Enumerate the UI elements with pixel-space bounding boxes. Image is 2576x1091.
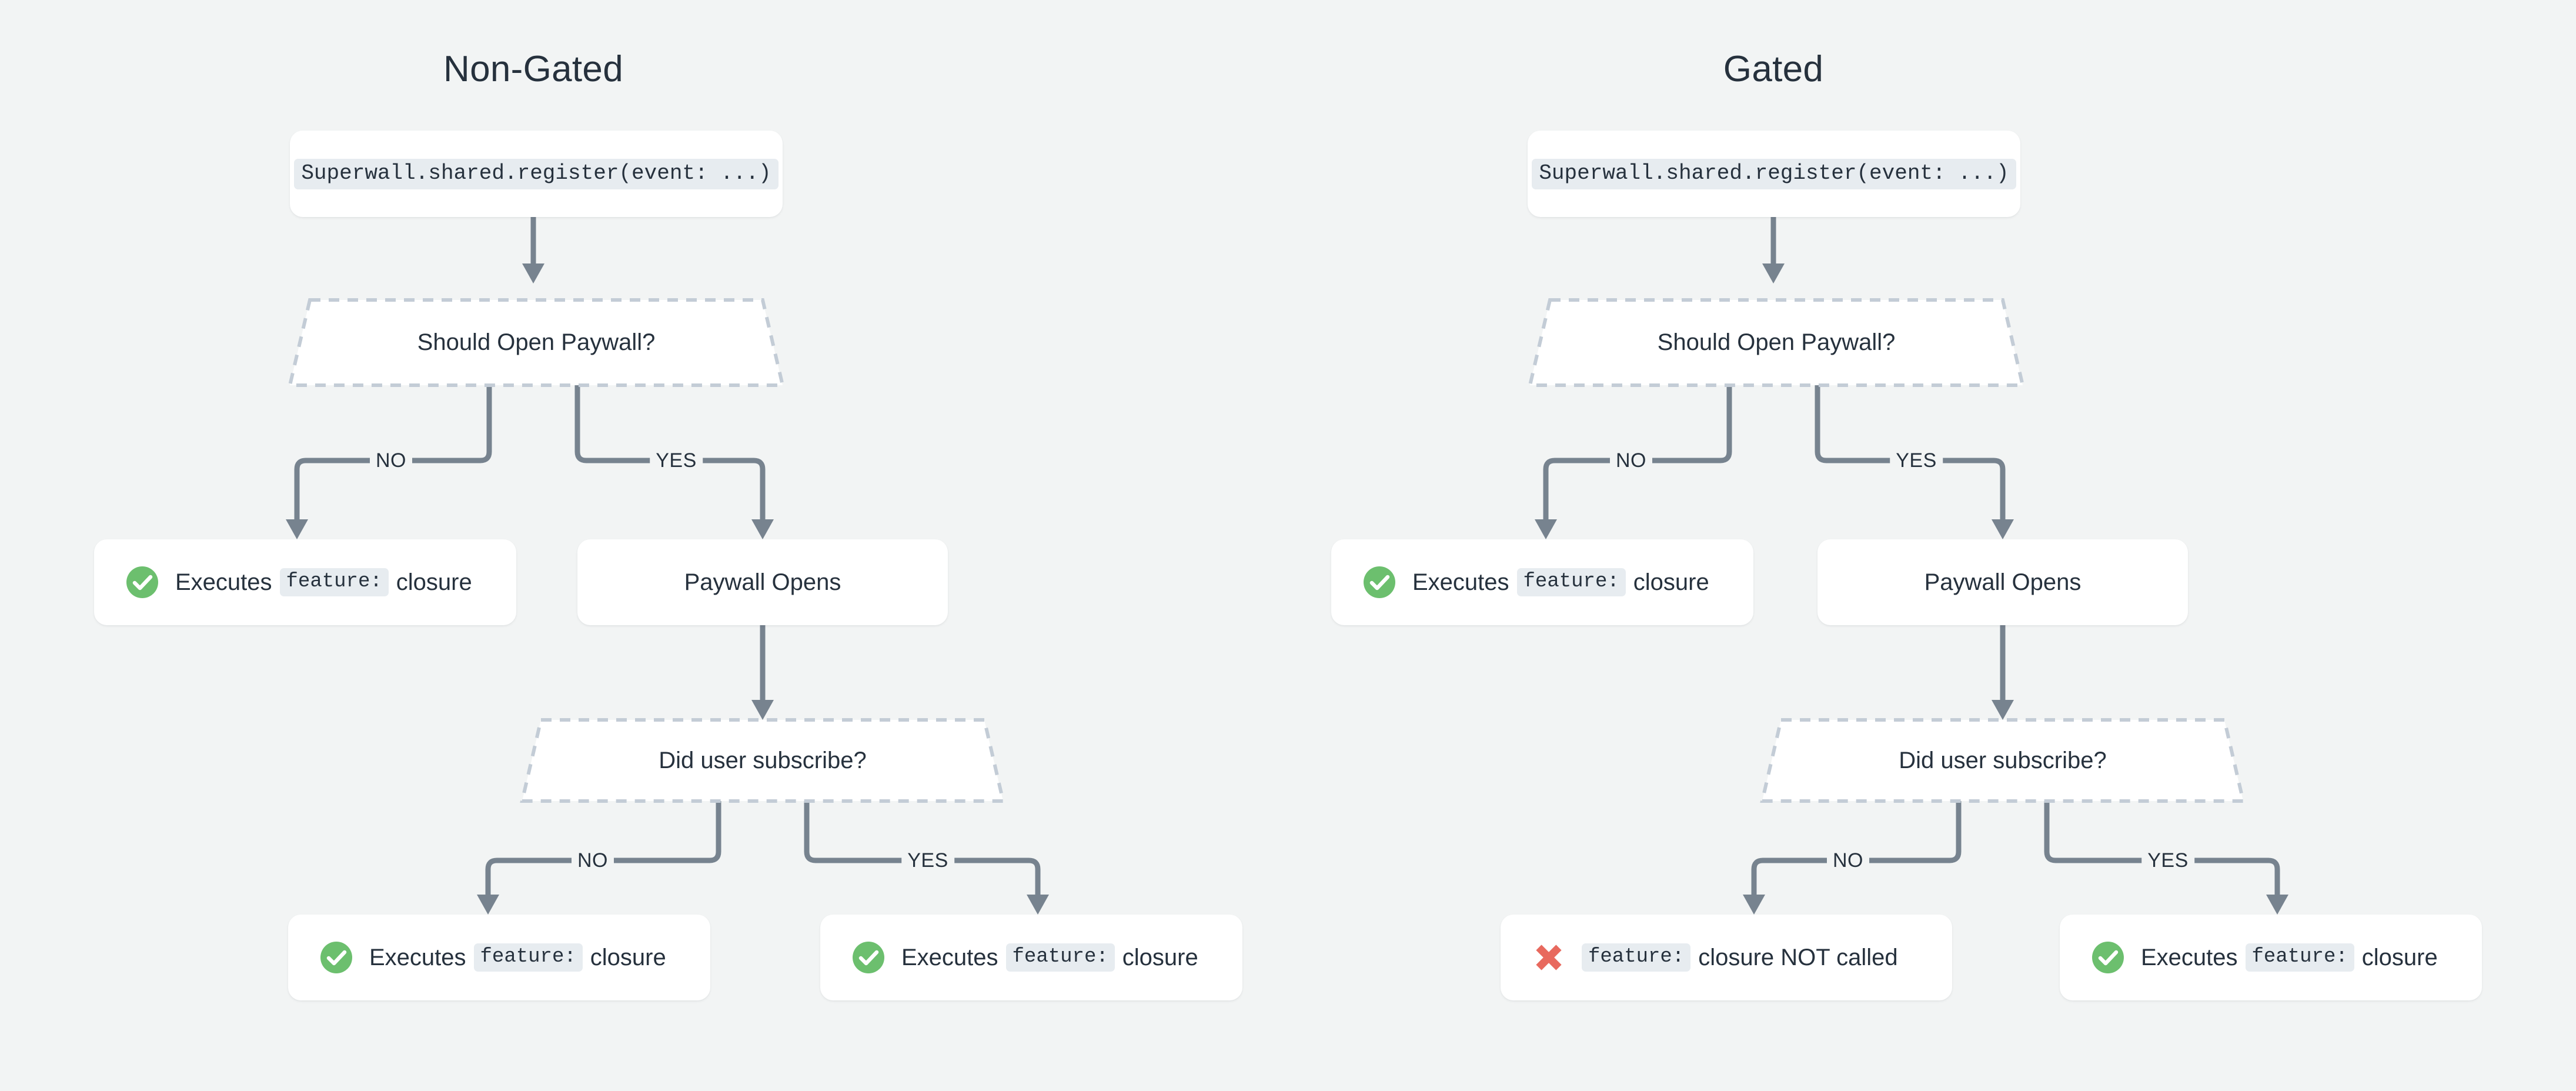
node-executes-closure-left-sub-no: Executes feature: closure [288, 915, 710, 1000]
result-prefix: Executes [369, 944, 466, 970]
paywall-opens-label-right: Paywall Opens [1924, 569, 2081, 595]
branch-label-no-right-2: NO [1827, 850, 1869, 870]
result-suffix: closure [1122, 944, 1198, 970]
node-decision-should-open-paywall-left: Should Open Paywall? [290, 300, 783, 385]
result-content: Executes feature: closure [94, 565, 516, 600]
result-text-left-sub-no: Executes feature: closure [369, 943, 666, 972]
node-decision-did-user-subscribe-left: Did user subscribe? [522, 720, 1003, 801]
decision-label-left-2: Did user subscribe? [659, 747, 867, 773]
trapezoid-shape [522, 720, 1003, 801]
branch-label-yes-right-1: YES [1890, 451, 1943, 471]
result-text-left-sub-yes: Executes feature: closure [901, 943, 1198, 972]
node-paywall-opens-right: Paywall Opens [1817, 539, 2188, 625]
result-suffix: closure NOT called [1698, 944, 1898, 970]
paywall-opens-label-left: Paywall Opens [684, 569, 841, 595]
check-circle-icon [319, 940, 354, 975]
result-text-left-no: Executes feature: closure [175, 568, 472, 596]
result-prefix: Executes [2141, 944, 2238, 970]
cross-icon [1531, 940, 1566, 975]
code-chip-feature: feature: [2245, 943, 2354, 972]
code-chip-feature: feature: [473, 943, 583, 972]
branch-label-no-right-1: NO [1610, 451, 1652, 471]
result-prefix: Executes [901, 944, 998, 970]
node-executes-closure-left-sub-yes: Executes feature: closure [820, 915, 1242, 1000]
result-prefix: Executes [175, 569, 272, 595]
check-circle-icon [2090, 940, 2126, 975]
decision-label-left-1: Should Open Paywall? [417, 329, 656, 355]
trapezoid-shape [1530, 300, 2023, 385]
entry-label-left: Superwall.shared.register(event: ...) [294, 158, 779, 189]
node-paywall-opens-left: Paywall Opens [577, 539, 948, 625]
result-content: feature: closure NOT called [1501, 940, 1952, 975]
column-title-non-gated: Non-Gated [443, 49, 623, 89]
result-suffix: closure [590, 944, 666, 970]
check-circle-icon [125, 565, 160, 600]
branch-label-no-left-2: NO [572, 850, 614, 870]
trapezoid-shape [1762, 720, 2243, 801]
result-content: Executes feature: closure [288, 940, 710, 975]
code-chip-register-left: Superwall.shared.register(event: ...) [294, 158, 779, 189]
result-content: Executes feature: closure [2060, 940, 2482, 975]
decision-label-right-2: Did user subscribe? [1899, 747, 2107, 773]
code-chip-feature: feature: [1582, 943, 1691, 972]
branch-label-no-left-1: NO [370, 451, 412, 471]
node-decision-should-open-paywall-right: Should Open Paywall? [1530, 300, 2023, 385]
branch-label-yes-right-2: YES [2141, 850, 2194, 870]
node-entry-left: Superwall.shared.register(event: ...) [290, 131, 783, 217]
code-chip-feature: feature: [279, 568, 389, 596]
result-text-right-sub-yes: Executes feature: closure [2141, 943, 2438, 972]
entry-label-right: Superwall.shared.register(event: ...) [1532, 158, 2016, 189]
result-prefix: Executes [1412, 569, 1509, 595]
code-chip-register-right: Superwall.shared.register(event: ...) [1532, 158, 2016, 189]
decision-label-right-1: Should Open Paywall? [1657, 329, 1896, 355]
trapezoid-shape [290, 300, 783, 385]
result-suffix: closure [1633, 569, 1709, 595]
result-content: Executes feature: closure [820, 940, 1242, 975]
node-decision-did-user-subscribe-right: Did user subscribe? [1762, 720, 2243, 801]
branch-label-yes-left-1: YES [650, 451, 703, 471]
column-title-gated: Gated [1723, 49, 1824, 89]
result-text-right-sub-no: feature: closure NOT called [1582, 943, 1898, 972]
result-suffix: closure [2361, 944, 2438, 970]
node-closure-not-called-right: feature: closure NOT called [1501, 915, 1952, 1000]
result-content: Executes feature: closure [1331, 565, 1753, 600]
check-circle-icon [1362, 565, 1397, 600]
branch-label-yes-left-2: YES [901, 850, 954, 870]
node-executes-closure-right-sub-yes: Executes feature: closure [2060, 915, 2482, 1000]
node-executes-closure-left-no: Executes feature: closure [94, 539, 516, 625]
node-executes-closure-right-no: Executes feature: closure [1331, 539, 1753, 625]
check-circle-icon [851, 940, 886, 975]
node-entry-right: Superwall.shared.register(event: ...) [1528, 131, 2020, 217]
code-chip-feature: feature: [1516, 568, 1626, 596]
result-text-right-no: Executes feature: closure [1412, 568, 1709, 596]
result-suffix: closure [396, 569, 472, 595]
code-chip-feature: feature: [1005, 943, 1115, 972]
